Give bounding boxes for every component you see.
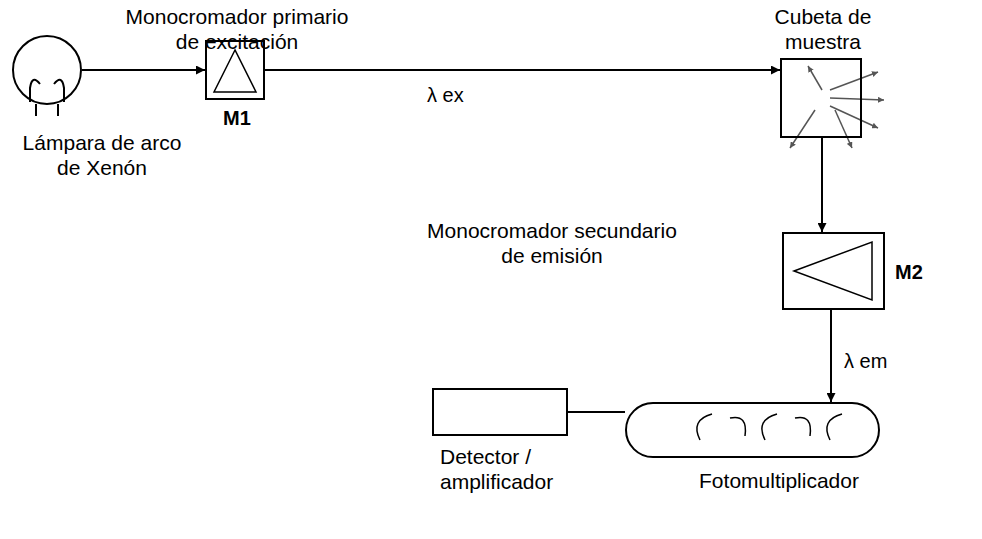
wire — [568, 411, 625, 413]
component-name: Lámpara de arco de Xenón — [10, 130, 194, 180]
scatter-arrows — [790, 66, 884, 148]
sample-cuvette: Cubeta de muestra — [780, 58, 862, 138]
monochromator-box: Monocromador secundario de emisiónM2 — [782, 232, 885, 310]
component-name: Fotomultiplicador — [674, 468, 884, 493]
component-label: M1 — [212, 106, 262, 130]
lamp: Lámpara de arco de Xenón — [12, 35, 82, 105]
prism — [794, 242, 872, 300]
component-name: Monocromador secundario de emisión — [417, 218, 687, 268]
component-name: Cubeta de muestra — [762, 4, 884, 54]
lamp-filament — [30, 80, 64, 102]
light-path-arrow — [265, 69, 780, 71]
photomultiplier: Fotomultiplicador — [625, 402, 880, 458]
component-label: M2 — [895, 260, 945, 284]
light-path-arrow — [82, 69, 205, 71]
lamp-base — [36, 104, 58, 116]
light-path-arrow — [830, 310, 832, 402]
prism — [214, 50, 256, 92]
monochromator-box: Monocromador primario de excitaciónM1 — [205, 40, 265, 100]
component-name: Detector / amplificador — [440, 444, 580, 494]
wavelength-label: λ ex — [425, 84, 466, 107]
dynodes — [697, 414, 842, 440]
light-path-arrow — [821, 138, 823, 232]
detector-box: Detector / amplificador — [432, 388, 568, 436]
wavelength-label: λ em — [842, 350, 889, 373]
component-name: Monocromador primario de excitación — [112, 4, 362, 54]
